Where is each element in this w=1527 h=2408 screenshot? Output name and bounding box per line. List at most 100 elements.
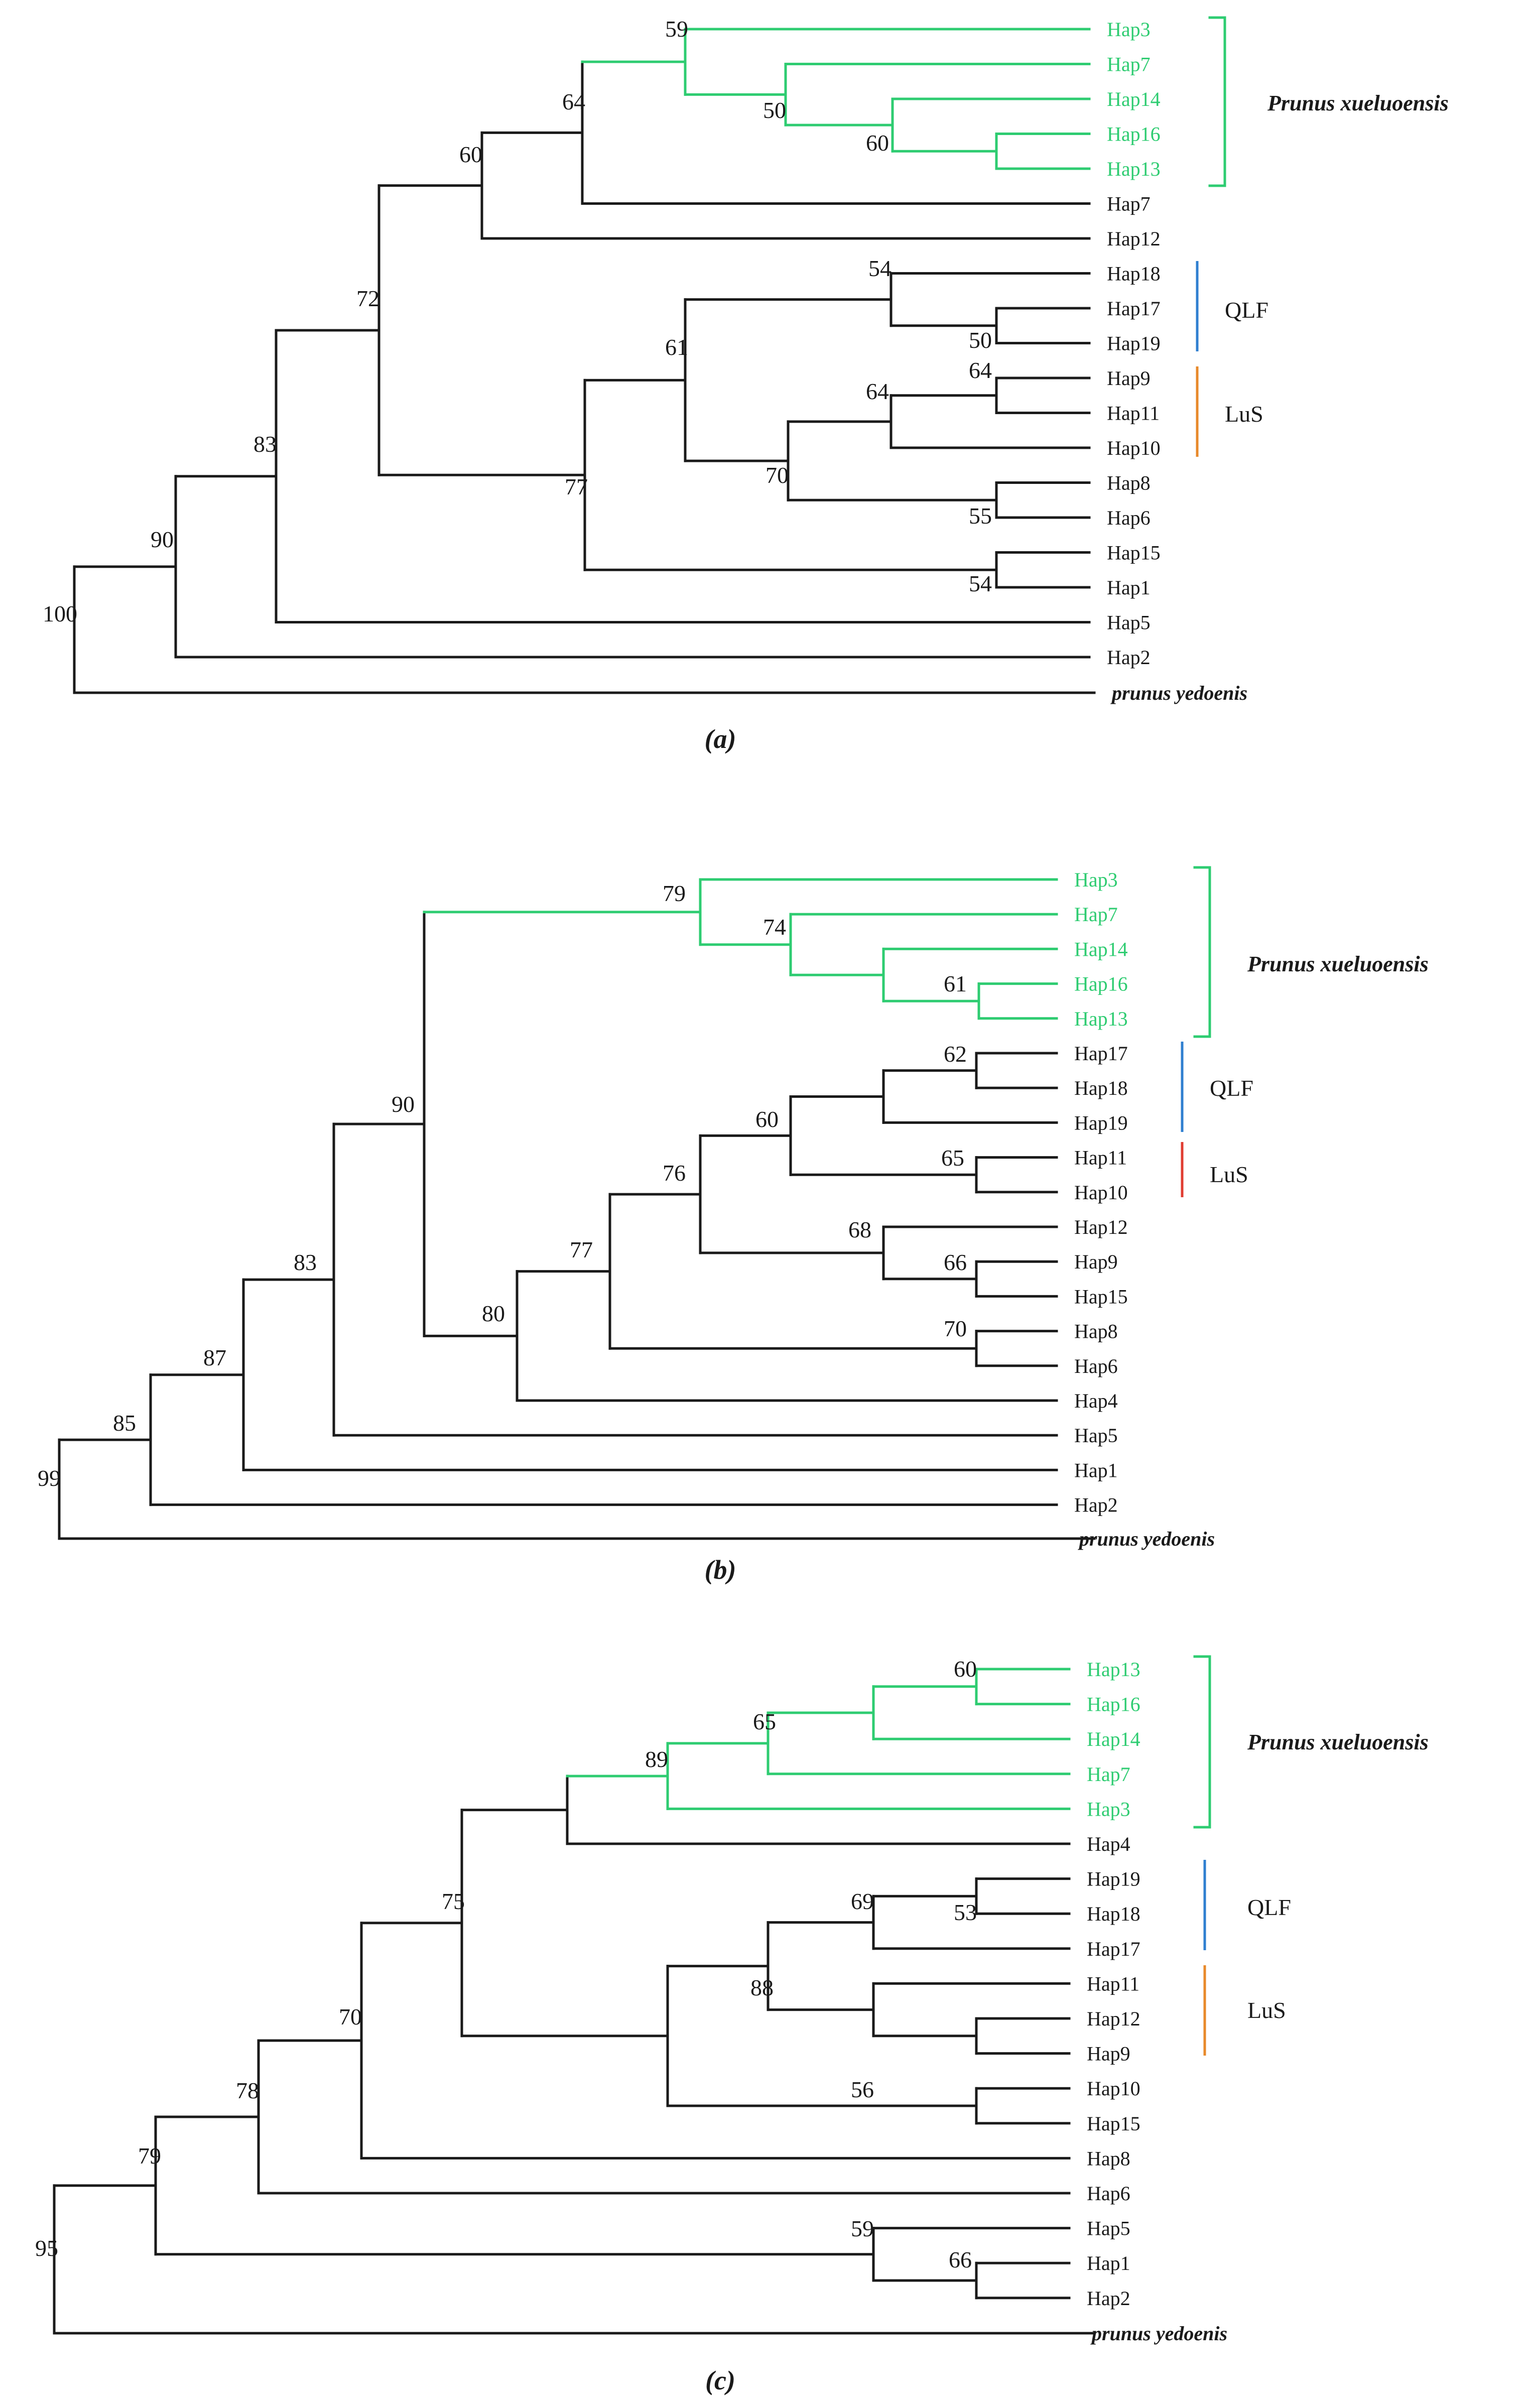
clade-label-lus: LuS <box>1225 401 1263 427</box>
tip-label: Hap2 <box>1074 1494 1118 1516</box>
tip-label: Hap11 <box>1107 402 1160 425</box>
tip-label: Hap11 <box>1087 1972 1139 1995</box>
tip-label: Hap4 <box>1074 1389 1118 1412</box>
bootstrap-support-label: 56 <box>851 2077 874 2102</box>
clade-label-lus: LuS <box>1210 1162 1248 1187</box>
tip-label: Hap18 <box>1107 263 1161 285</box>
tip-label: Hap14 <box>1107 88 1161 110</box>
tip-label: Hap3 <box>1074 868 1118 891</box>
clade-label-qlf: QLF <box>1247 1894 1291 1920</box>
bootstrap-support-label: 50 <box>969 327 992 353</box>
tip-label: Hap18 <box>1087 1903 1140 1925</box>
tip-label: Hap18 <box>1074 1077 1128 1099</box>
bootstrap-support-label: 83 <box>253 431 277 457</box>
tip-label: Hap9 <box>1074 1250 1118 1273</box>
tip-label: Hap2 <box>1107 646 1151 669</box>
tip-label: Hap16 <box>1107 123 1161 146</box>
bootstrap-support-label: 69 <box>851 1888 874 1914</box>
clade-label-lus: LuS <box>1247 1997 1286 2023</box>
bootstrap-support-label: 76 <box>663 1160 686 1186</box>
tip-label: Hap14 <box>1074 938 1128 960</box>
bootstrap-support-label: 66 <box>949 2247 972 2272</box>
bootstrap-support-label: 55 <box>969 503 992 529</box>
tip-label: Hap10 <box>1087 2077 1140 2100</box>
clade-label-prunus-xueluoensis: Prunus xueluoensis <box>1267 91 1449 115</box>
tip-label: Hap17 <box>1074 1042 1128 1065</box>
clade-bracket <box>1193 1655 1211 1829</box>
tip-label: Hap5 <box>1074 1424 1118 1447</box>
bootstrap-support-label: 64 <box>562 89 585 114</box>
tip-label: Hap8 <box>1087 2147 1130 2170</box>
bootstrap-support-label: 77 <box>570 1237 593 1262</box>
tip-label: Hap5 <box>1087 2217 1130 2240</box>
clade-label-prunus-xueluoensis: Prunus xueluoensis <box>1247 952 1429 976</box>
bootstrap-support-label: 85 <box>113 1410 136 1436</box>
bootstrap-support-label: 83 <box>294 1249 317 1275</box>
tip-label: Hap3 <box>1087 1798 1130 1820</box>
bootstrap-support-label: 50 <box>763 97 786 123</box>
bootstrap-support-label: 77 <box>565 474 588 499</box>
tip-label: Hap13 <box>1107 158 1161 180</box>
outgroup-label: prunus yedoenis <box>1078 1528 1215 1550</box>
bootstrap-support-label: 80 <box>482 1301 505 1326</box>
tip-label: Hap10 <box>1107 437 1161 459</box>
bootstrap-support-label: 87 <box>203 1345 226 1370</box>
tip-label: Hap19 <box>1074 1111 1128 1134</box>
tip-label: Hap14 <box>1087 1728 1140 1750</box>
clade-label-qlf: QLF <box>1210 1075 1253 1101</box>
bootstrap-support-label: 62 <box>944 1041 967 1067</box>
panel-caption: (a) <box>705 724 736 754</box>
tip-label: Hap1 <box>1107 576 1151 599</box>
tip-label: Hap3 <box>1107 18 1151 41</box>
bootstrap-support-label: 54 <box>969 571 992 596</box>
outgroup-label: prunus yedoenis <box>1110 682 1247 704</box>
tip-label: Hap8 <box>1107 472 1151 494</box>
bootstrap-support-label: 65 <box>941 1145 964 1171</box>
tip-label: Hap15 <box>1087 2112 1140 2135</box>
tip-label: Hap1 <box>1074 1459 1118 1481</box>
tip-label: Hap17 <box>1087 1938 1140 1960</box>
bootstrap-support-label: 65 <box>753 1709 776 1734</box>
clade-label-prunus-xueluoensis: Prunus xueluoensis <box>1247 1730 1429 1754</box>
clade-label-qlf: QLF <box>1225 297 1268 323</box>
bootstrap-support-label: 59 <box>665 16 688 42</box>
tip-label: Hap12 <box>1074 1216 1128 1238</box>
bootstrap-support-label: 100 <box>43 601 77 626</box>
tip-label: Hap13 <box>1074 1007 1128 1030</box>
bootstrap-support-label: 70 <box>339 2004 362 2030</box>
tip-label: Hap15 <box>1107 542 1161 564</box>
panel-caption: (b) <box>705 1555 736 1585</box>
bootstrap-support-label: 95 <box>35 2235 58 2261</box>
bootstrap-support-label: 89 <box>645 1746 668 1772</box>
panel-caption: (c) <box>705 2365 735 2395</box>
bootstrap-support-label: 79 <box>663 880 686 906</box>
tip-label: Hap16 <box>1087 1693 1140 1716</box>
tip-label: Hap1 <box>1087 2252 1130 2274</box>
tip-label: Hap11 <box>1074 1147 1127 1169</box>
bootstrap-support-label: 99 <box>38 1465 61 1491</box>
tip-label: Hap12 <box>1107 227 1161 250</box>
tip-label: Hap17 <box>1107 297 1161 320</box>
tip-label: Hap2 <box>1087 2287 1130 2310</box>
tree-panel-a: Hap3Hap7Hap14Hap16Hap13Hap7Hap12Hap18Hap… <box>43 16 1449 754</box>
bootstrap-support-label: 79 <box>138 2143 161 2169</box>
tip-label: Hap12 <box>1087 2007 1140 2030</box>
bootstrap-support-label: 70 <box>766 462 789 488</box>
bootstrap-support-label: 60 <box>755 1106 779 1132</box>
bootstrap-support-label: 60 <box>459 142 482 167</box>
tip-label: Hap6 <box>1087 2182 1130 2205</box>
tip-label: Hap7 <box>1074 903 1118 926</box>
bootstrap-support-label: 88 <box>750 1975 774 2000</box>
tip-label: Hap19 <box>1107 332 1161 355</box>
tip-label: Hap9 <box>1107 367 1151 390</box>
bootstrap-support-label: 75 <box>442 1888 465 1914</box>
bootstrap-support-label: 61 <box>665 334 688 360</box>
clade-bracket <box>1208 16 1226 187</box>
bootstrap-support-label: 74 <box>763 914 786 940</box>
bootstrap-support-label: 72 <box>356 286 379 311</box>
bootstrap-support-label: 61 <box>944 971 967 996</box>
tip-label: Hap10 <box>1074 1181 1128 1204</box>
tip-label: Hap8 <box>1074 1320 1118 1343</box>
tip-label: Hap9 <box>1087 2043 1130 2065</box>
